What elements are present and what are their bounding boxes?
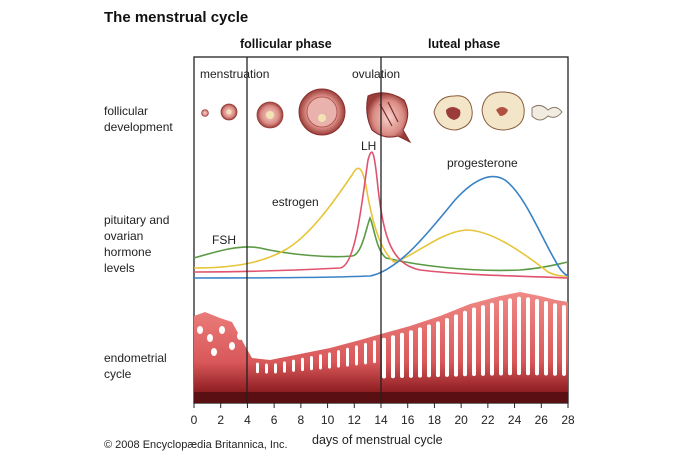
tick-label: 8 bbox=[298, 413, 305, 427]
tick-label: 20 bbox=[454, 413, 468, 427]
tick-label: 22 bbox=[481, 413, 495, 427]
gland bbox=[382, 337, 386, 379]
hormone-levels-label: pituitary and ovarian hormone levels bbox=[104, 212, 169, 276]
follicular-development-label: follicular development bbox=[104, 103, 173, 135]
gland bbox=[445, 318, 449, 377]
estrogen-curve bbox=[193, 167, 569, 277]
shedding-fragment bbox=[219, 326, 225, 334]
tick-label: 18 bbox=[428, 413, 442, 427]
tick-label: 14 bbox=[374, 413, 388, 427]
tick-label: 2 bbox=[217, 413, 224, 427]
gland bbox=[535, 299, 539, 376]
gland bbox=[409, 330, 413, 378]
tick-label: 26 bbox=[535, 413, 549, 427]
tick-label: 28 bbox=[561, 413, 575, 427]
tick-label: 4 bbox=[244, 413, 251, 427]
menstruation-label: menstruation bbox=[200, 67, 270, 81]
primordial-follicle-icon bbox=[201, 109, 209, 117]
progesterone-label: progesterone bbox=[447, 156, 518, 170]
gland bbox=[490, 302, 494, 376]
label-line: levels bbox=[104, 261, 135, 275]
tick-label: 0 bbox=[191, 413, 198, 427]
oocyte-icon bbox=[226, 109, 232, 115]
gland bbox=[418, 327, 422, 378]
label-line: ovarian bbox=[104, 229, 144, 243]
shedding-fragment bbox=[197, 326, 203, 334]
luteal-phase-label: luteal phase bbox=[428, 37, 501, 51]
gland bbox=[517, 296, 521, 376]
fsh-label: FSH bbox=[212, 233, 236, 247]
gland bbox=[544, 301, 548, 376]
gland bbox=[562, 305, 566, 376]
tick-label: 12 bbox=[348, 413, 362, 427]
label-line: development bbox=[104, 120, 173, 134]
gland bbox=[274, 363, 277, 374]
gland bbox=[463, 310, 467, 377]
label-line: hormone bbox=[104, 245, 152, 259]
endometrial-cycle-label: endometrial cycle bbox=[104, 350, 167, 382]
gland bbox=[301, 357, 304, 372]
gland bbox=[292, 359, 295, 372]
shedding-fragment bbox=[207, 334, 213, 342]
gland bbox=[364, 342, 367, 365]
gland bbox=[373, 340, 376, 364]
ruptured-follicle-icon bbox=[366, 92, 412, 144]
tick-label: 24 bbox=[508, 413, 522, 427]
gland bbox=[499, 300, 503, 376]
gland bbox=[508, 298, 512, 376]
gland bbox=[346, 347, 349, 367]
gland bbox=[328, 352, 331, 369]
hormone-curves bbox=[193, 151, 569, 279]
progesterone-curve bbox=[193, 175, 569, 279]
gland bbox=[553, 303, 557, 376]
gland bbox=[265, 363, 268, 374]
gland bbox=[454, 314, 458, 377]
gland bbox=[310, 356, 313, 371]
copyright-notice: © 2008 Encyclopædia Britannica, Inc. bbox=[104, 439, 288, 451]
label-line: follicular bbox=[104, 104, 149, 118]
follicle-sequence bbox=[201, 88, 563, 144]
follicular-phase-label: follicular phase bbox=[240, 37, 332, 51]
shedding-fragment bbox=[211, 348, 217, 356]
label-line: pituitary and bbox=[104, 213, 170, 227]
gland bbox=[472, 307, 476, 377]
shedding-fragment bbox=[237, 332, 243, 340]
gland bbox=[283, 361, 286, 373]
gland bbox=[526, 297, 530, 376]
gland bbox=[337, 350, 340, 368]
estrogen-label: estrogen bbox=[272, 195, 319, 209]
lh-label: LH bbox=[361, 139, 377, 153]
gland bbox=[355, 345, 358, 366]
label-line: endometrial bbox=[104, 351, 167, 365]
gland bbox=[391, 335, 395, 379]
diagram-title: The menstrual cycle bbox=[104, 9, 249, 26]
x-axis-title: days of menstrual cycle bbox=[312, 433, 443, 447]
shedding-fragment bbox=[229, 342, 235, 350]
gland bbox=[400, 332, 404, 379]
gland bbox=[319, 354, 322, 370]
lh-curve bbox=[193, 151, 569, 279]
tick-label: 16 bbox=[401, 413, 415, 427]
oocyte-icon bbox=[266, 111, 274, 119]
fsh-curve bbox=[193, 216, 569, 272]
tick-label: 6 bbox=[271, 413, 278, 427]
gland bbox=[427, 324, 431, 378]
gland bbox=[481, 305, 485, 376]
corpus-albicans-icon bbox=[531, 104, 563, 121]
gland bbox=[436, 321, 440, 378]
label-line: cycle bbox=[104, 367, 132, 381]
gland bbox=[256, 362, 259, 374]
ovulation-label: ovulation bbox=[352, 67, 401, 81]
endometrial-glands bbox=[197, 296, 566, 379]
tick-label: 10 bbox=[321, 413, 335, 427]
